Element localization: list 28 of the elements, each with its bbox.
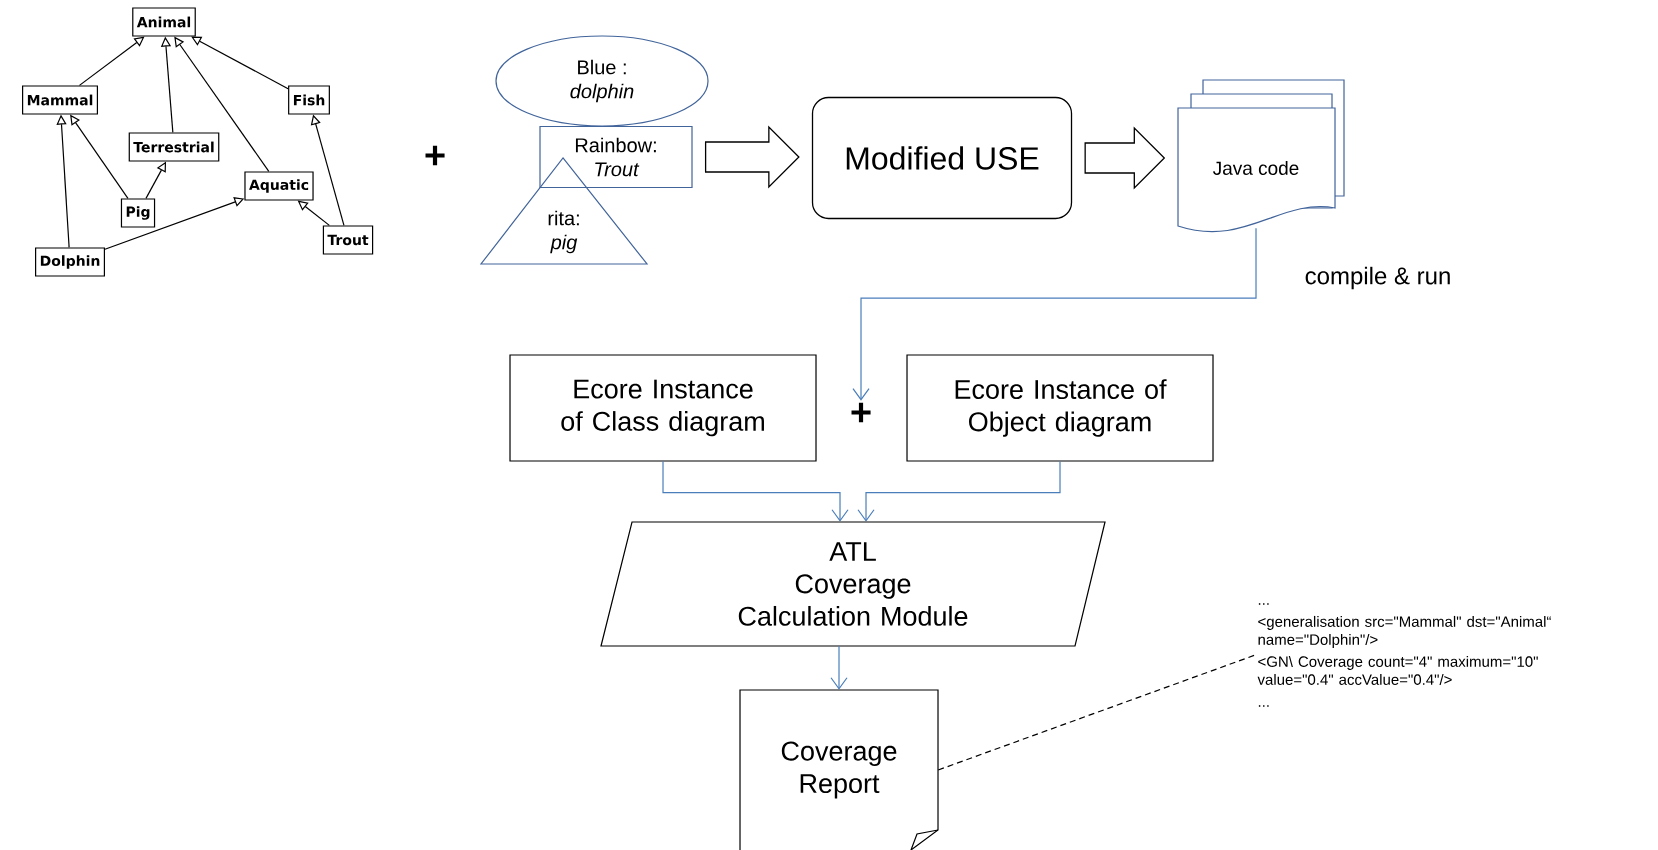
document-stack: Java code — [1177, 79, 1345, 233]
arrow — [662, 461, 849, 522]
model-box: Ecore Instance of Class diagram — [509, 354, 817, 462]
class-box: Fish — [288, 85, 330, 115]
arrow — [857, 461, 1061, 522]
arrow — [191, 36, 289, 90]
arrow — [830, 645, 848, 690]
class-box: Mammal — [22, 85, 98, 115]
class-box: Dolphin — [35, 247, 105, 277]
plus-sign: + — [425, 145, 445, 166]
module-parallelogram: ATL Coverage Calculation Module — [600, 521, 1106, 647]
block-arrow — [704, 125, 800, 189]
arrow — [852, 227, 1257, 401]
process-box: Modified USE — [811, 96, 1073, 220]
class-box: Terrestrial — [128, 132, 220, 162]
class-box: Pig — [120, 198, 156, 228]
block-arrow — [1084, 126, 1166, 190]
edge-label: compile & run — [1302, 264, 1454, 292]
report-document: Coverage Report — [739, 689, 939, 850]
arrow — [78, 36, 145, 86]
plus-sign: + — [851, 402, 871, 423]
class-box: Aquatic — [244, 171, 314, 201]
class-box: Animal — [132, 7, 196, 37]
code-excerpt: ... <generalisation src="Mammal" dst="Animal“ name="Dolphin"/> <GN\ Coverage count="4" maximum="10" value="0.4" accValue="0.4"/> ... — [1257, 603, 1551, 707]
class-box: Trout — [322, 225, 374, 255]
object-box: Rainbow: Trout — [539, 125, 693, 189]
model-box: Ecore Instance of Object diagram — [906, 354, 1214, 462]
leader-line — [937, 654, 1256, 771]
